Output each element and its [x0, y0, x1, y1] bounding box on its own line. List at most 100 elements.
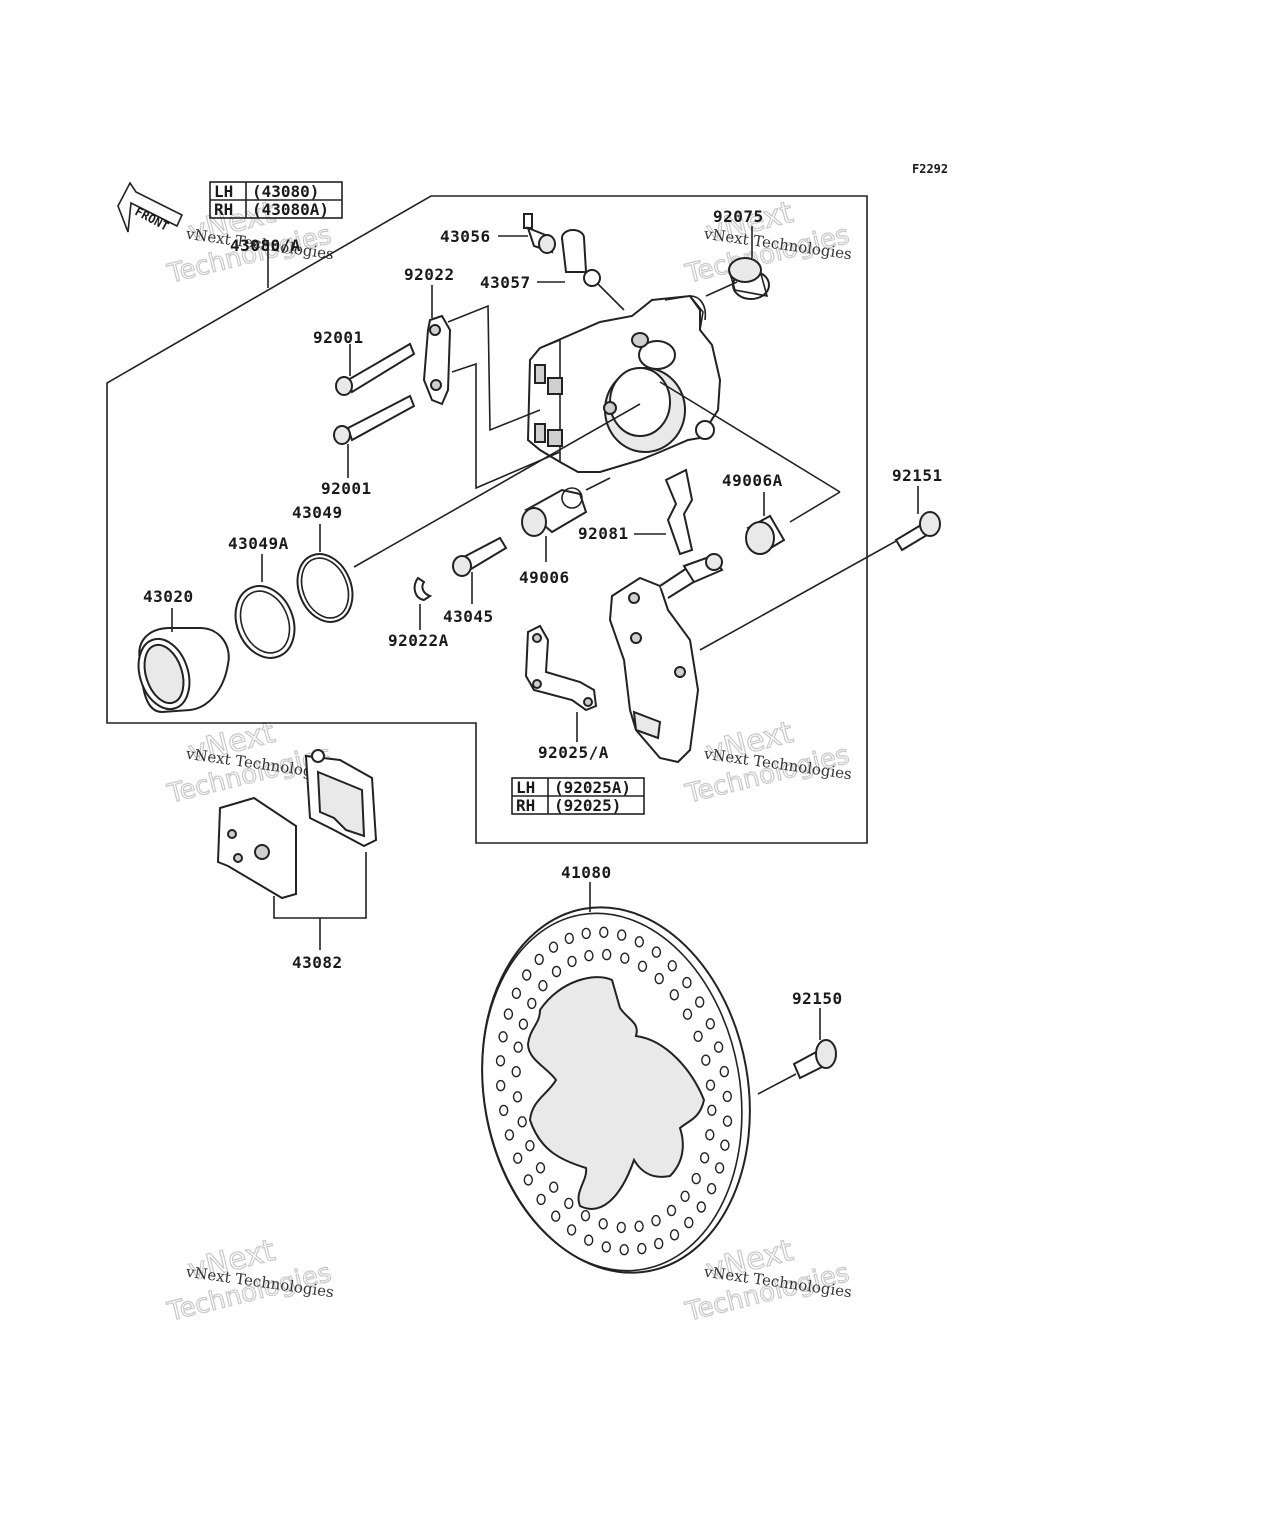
disc-hole	[714, 1162, 725, 1174]
disc-hole	[722, 1090, 732, 1103]
front-arrow-icon	[117, 181, 184, 233]
disc-hole	[584, 950, 594, 962]
part-label-41080: 41080	[561, 863, 612, 882]
disc-hole	[511, 987, 522, 999]
disc-hole	[680, 1190, 690, 1203]
disc-hole	[666, 1204, 677, 1217]
watermark-top-right: vNext Technologies vNext Technologies	[682, 194, 853, 290]
table-cell-part: (43080)	[252, 182, 319, 201]
circlip-92022A	[413, 576, 433, 602]
part-label-92022: 92022	[404, 265, 455, 284]
figure-code: F2292	[912, 162, 948, 176]
table-cell-part: (43080A)	[252, 200, 329, 219]
part-label-49006: 49006	[519, 568, 570, 587]
disc-hole	[599, 926, 609, 938]
front-label: FRONT	[133, 204, 171, 233]
disc-hole	[525, 1139, 535, 1152]
disc-hole	[551, 1210, 561, 1222]
pin-boot-49006	[521, 487, 588, 537]
disc-hole	[651, 946, 662, 958]
guide-line	[705, 281, 738, 297]
part-label-43049A: 43049A	[228, 534, 289, 553]
caliper-pin-lower	[333, 394, 416, 445]
disc-hole	[512, 1091, 523, 1103]
guide-line	[659, 381, 841, 493]
disc-hole	[634, 1220, 644, 1233]
disc-hole	[634, 936, 644, 948]
caliper-body	[526, 294, 722, 473]
part-label-92001-bottom: 92001	[321, 479, 372, 498]
pad-spring-92081	[664, 468, 694, 556]
disc-hole	[495, 1055, 506, 1067]
disc-hole	[616, 1221, 626, 1234]
front-arrow: FRONT	[117, 181, 184, 234]
disc-holes	[495, 926, 733, 1256]
guide-line	[757, 1073, 797, 1095]
disc-hole	[706, 1182, 717, 1195]
disc-hole	[619, 1243, 629, 1256]
disc-hole	[580, 1209, 591, 1222]
part-label-43082: 43082	[292, 953, 343, 972]
guide-line	[789, 491, 841, 523]
disc-hole	[496, 1079, 506, 1092]
disc-hole	[707, 1104, 717, 1117]
watermark-bottom-left: vNext Technologies vNext Technologies	[164, 1232, 335, 1328]
part-label-43020: 43020	[143, 587, 194, 606]
table-cell-side: LH	[516, 778, 535, 797]
disc-hole	[534, 953, 544, 966]
slide-pin-43045	[452, 536, 508, 577]
disc-hole	[722, 1115, 733, 1127]
disc-hole	[522, 969, 532, 981]
disc-hole	[601, 1241, 611, 1253]
brake-pad-front	[216, 796, 297, 900]
disc-hole	[669, 1229, 680, 1241]
disc-hole	[667, 960, 677, 972]
disc-hole	[651, 1214, 661, 1227]
caliper-pin-upper	[335, 342, 416, 396]
pin-boot-92075	[728, 257, 770, 300]
disc-hole	[713, 1041, 724, 1053]
table-cell-side: RH	[516, 796, 535, 815]
guide-line	[353, 403, 641, 568]
disc-hole	[701, 1054, 711, 1066]
part-label-92075: 92075	[713, 207, 764, 226]
disc-hole	[511, 1065, 521, 1078]
guide-line	[597, 283, 625, 311]
part-label-92151: 92151	[892, 466, 943, 485]
disc-hole	[682, 1008, 693, 1020]
disc-hole	[503, 1008, 514, 1020]
disc-hole	[691, 1172, 701, 1185]
disc-hole	[719, 1065, 729, 1078]
disc-hole	[498, 1031, 508, 1043]
disc-hole	[620, 952, 630, 964]
part-label-92081: 92081	[578, 524, 629, 543]
disc-hole	[720, 1139, 730, 1151]
disc-hole	[602, 948, 612, 961]
disc-hole	[527, 997, 537, 1010]
disc-hole	[517, 1116, 527, 1128]
disc-hole	[536, 1193, 546, 1206]
disc-hole	[654, 972, 664, 985]
disc-bolt-92150	[792, 1039, 837, 1080]
dust-seal-43049A	[234, 585, 296, 659]
caliper-side-table: LH (43080) RH (43080A)	[209, 181, 343, 219]
watermark-bottom-right: vNext Technologies vNext Technologies	[682, 1232, 853, 1328]
bracket-side-table: LH (92025A) RH (92025)	[511, 777, 645, 815]
caliper-piston-43020	[137, 627, 230, 714]
disc-hole	[564, 932, 574, 945]
part-label-92150: 92150	[792, 989, 843, 1008]
bleeder-valve	[523, 213, 556, 254]
watermark-top-left: vNext Technologies vNext Technologies	[164, 194, 335, 290]
disc-hole	[567, 955, 577, 968]
disc-hole	[684, 1216, 694, 1229]
caliper-assembly-outline	[106, 195, 868, 844]
guide-line	[585, 477, 611, 491]
disc-hole	[696, 1201, 706, 1213]
disc-hole	[551, 965, 562, 978]
part-label-43056: 43056	[440, 227, 491, 246]
disc-hole	[513, 1152, 523, 1164]
table-cell-side: RH	[214, 200, 233, 219]
brake-disc	[481, 906, 751, 1274]
